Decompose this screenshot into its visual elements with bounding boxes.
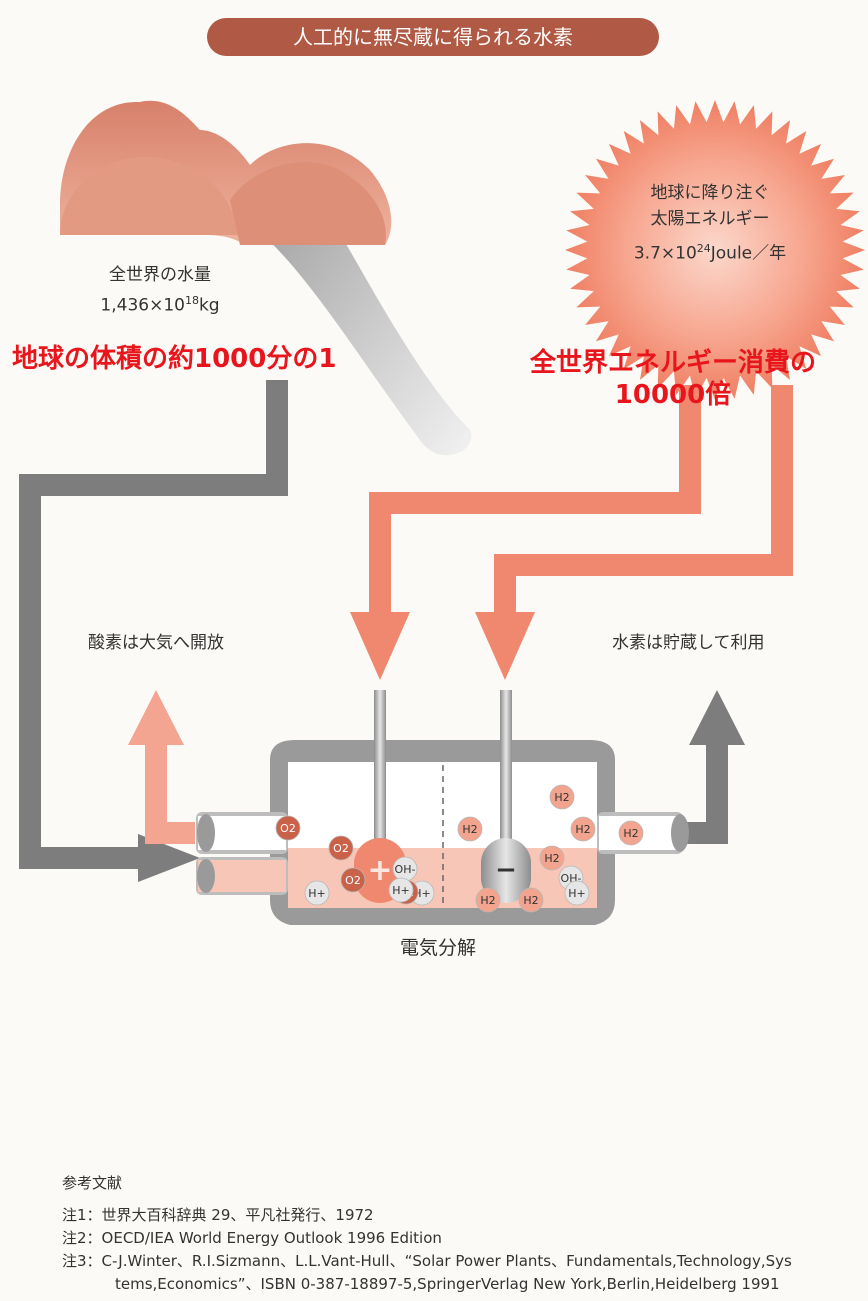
hydrogen-molecule — [570, 816, 596, 842]
oxygen-molecule — [340, 867, 366, 893]
sun-block: 地球に降り注ぐ 太陽エネルギー 3.7×1024Joule／年 — [600, 180, 820, 267]
particle-label: O2 — [333, 842, 349, 855]
hydrogen-molecule — [549, 784, 575, 810]
particle-label: H2 — [554, 791, 569, 804]
particle-label: H2 — [544, 852, 559, 865]
water-mountains — [60, 100, 472, 456]
hydrogen-storage-label: 水素は貯蔵して利用 — [612, 633, 765, 653]
hydrogen-molecule — [457, 816, 483, 842]
hydrogen-ion — [564, 880, 590, 906]
energy-arrows — [350, 385, 793, 680]
sun-energy-note: 全世界エネルギー消費の 10000倍 — [493, 347, 853, 411]
diagram-title: 人工的に無尽蔵に得られる水素 — [207, 18, 659, 56]
reference-item: 注2：OECD/IEA World Energy Outlook 1996 Ed… — [62, 1229, 442, 1247]
particle-label: H+ — [392, 884, 410, 897]
water-label: 全世界の水量 — [109, 265, 211, 285]
hydrogen-molecule — [518, 887, 544, 913]
process-label: 電気分解 — [400, 937, 477, 959]
sun-note-line2: 10000倍 — [614, 380, 732, 410]
hydrogen-ion — [304, 880, 330, 906]
particle-label: O2 — [345, 874, 361, 887]
plus-sign: + — [367, 853, 392, 888]
particle-label: O2 — [280, 822, 296, 835]
particle-label: H2 — [523, 894, 538, 907]
references-heading: 参考文献 — [62, 1174, 123, 1192]
particle-label: H2 — [462, 823, 477, 836]
oxygen-release-arrow — [128, 690, 195, 844]
particle-label: H+ — [568, 887, 586, 900]
hydrogen-molecule — [539, 845, 565, 871]
water-amount: 1,436×1018kg — [100, 294, 220, 316]
reference-item: 注1：世界大百科辞典 29、平凡社発行、1972 — [62, 1206, 374, 1224]
water-volume-note: 地球の体積の約1000分の1 — [12, 344, 337, 374]
reference-item: 注3：C-J.Winter、R.I.Sizmann、L.L.Vant-Hull、… — [62, 1252, 792, 1270]
particle-label: H2 — [623, 827, 638, 840]
oxygen-molecule — [328, 835, 354, 861]
electrolysis-tank — [196, 690, 689, 925]
references: 参考文献 注1：世界大百科辞典 29、平凡社発行、1972 注2：OECD/IE… — [62, 1172, 792, 1296]
particle-label: H2 — [575, 823, 590, 836]
sun-icon — [565, 100, 865, 400]
hydrogen-molecule — [618, 820, 644, 846]
reference-item: tems,Economics”、ISBN 0-387-18897-5,Sprin… — [115, 1275, 780, 1293]
sun-label-line2: 太陽エネルギー — [650, 209, 770, 229]
water-block: 全世界の水量 1,436×1018kg — [60, 262, 260, 319]
particle-label: OH- — [395, 863, 416, 876]
particle-label: H+ — [308, 887, 326, 900]
oxygen-release-label: 酸素は大気へ開放 — [88, 633, 224, 653]
sun-energy-amount: 3.7×1024Joule／年 — [633, 242, 787, 264]
cathode — [481, 838, 531, 903]
water-supply-arrow — [19, 380, 288, 882]
sun-note-line1: 全世界エネルギー消費の — [529, 348, 816, 378]
hydrogen-molecule — [475, 887, 501, 913]
minus-sign: − — [495, 855, 517, 885]
hydrogen-storage-arrow — [680, 690, 745, 844]
particle-label: H2 — [480, 894, 495, 907]
hydrogen-ion — [388, 877, 414, 903]
oxygen-molecule — [275, 815, 301, 841]
sun-label-line1: 地球に降り注ぐ — [650, 183, 770, 203]
